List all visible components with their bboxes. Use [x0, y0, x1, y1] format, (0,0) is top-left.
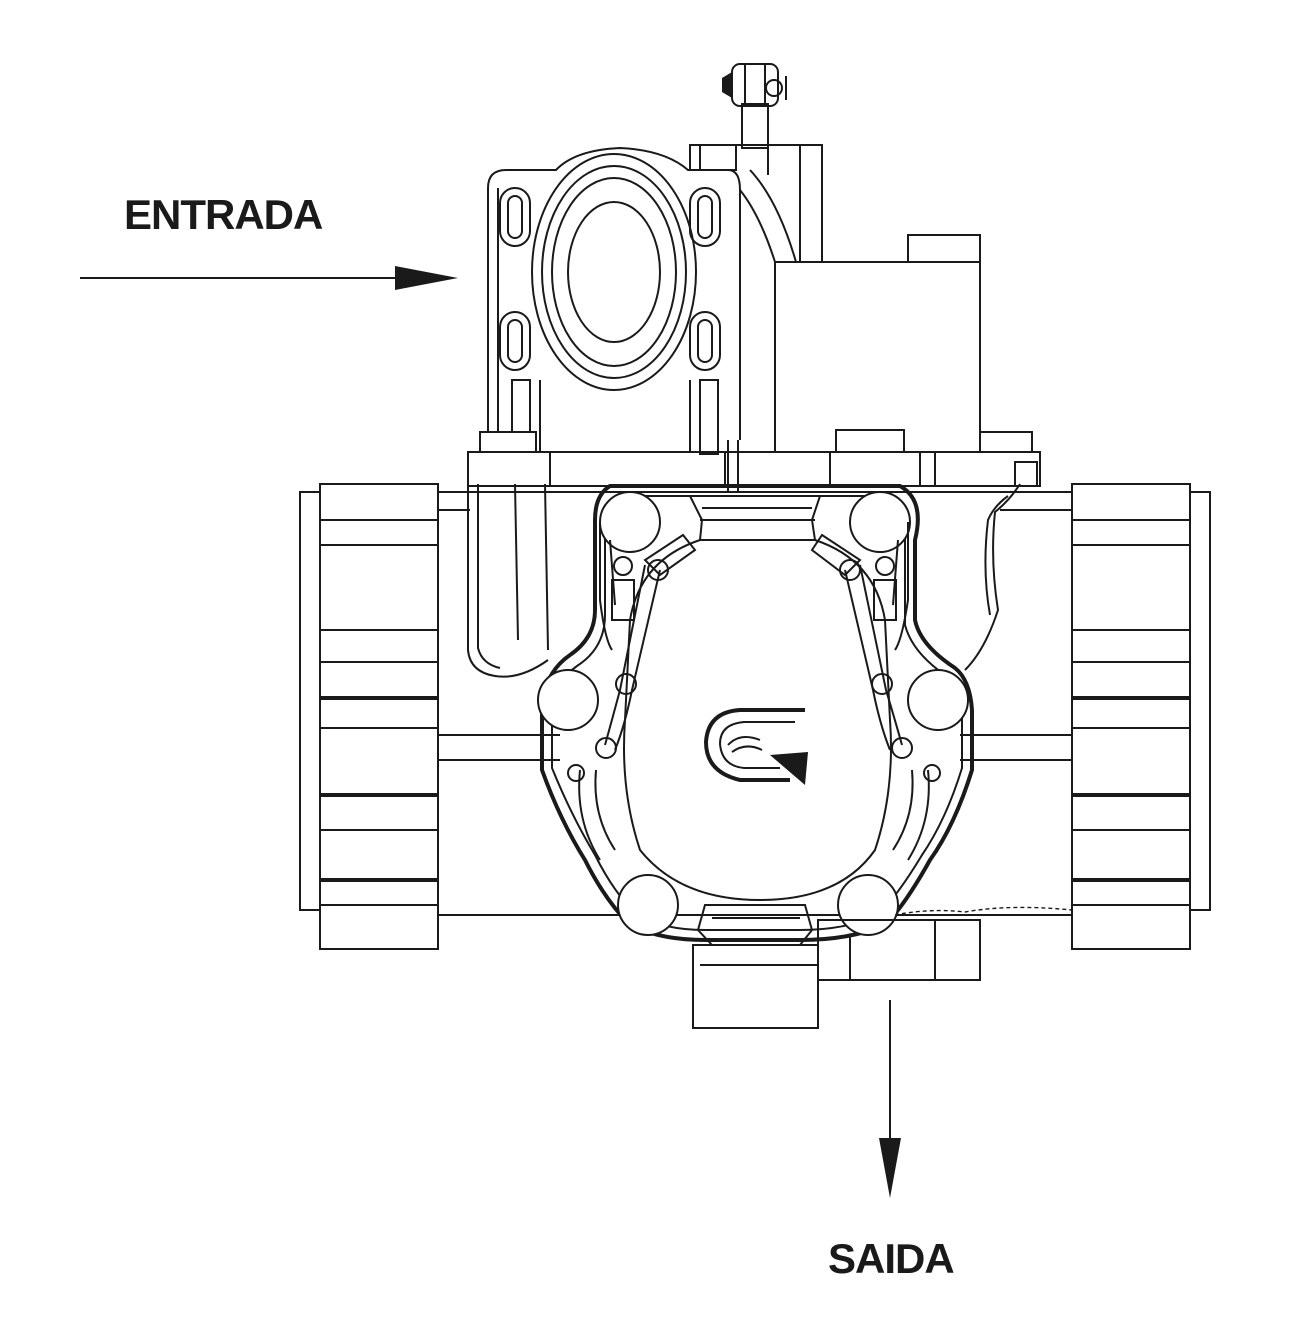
pilot-block — [689, 63, 981, 492]
base-plate — [467, 429, 1041, 487]
right-linkage — [810, 522, 941, 861]
inlet-label: ENTRADA — [124, 191, 323, 238]
right-shoulder — [964, 483, 1021, 671]
main-cover — [537, 484, 974, 946]
inlet-housing — [487, 146, 741, 455]
right-flange — [1071, 483, 1211, 950]
g-arrow-logo-icon — [703, 708, 808, 785]
outlet-label: SAIDA — [828, 1235, 955, 1282]
left-linkage — [567, 522, 697, 861]
pipe-body — [438, 491, 1072, 916]
inlet-arrow — [80, 266, 458, 290]
bottom-block — [692, 906, 1073, 1029]
left-flange — [299, 483, 439, 950]
left-shoulder — [467, 483, 549, 678]
outlet-arrow — [879, 1000, 901, 1198]
